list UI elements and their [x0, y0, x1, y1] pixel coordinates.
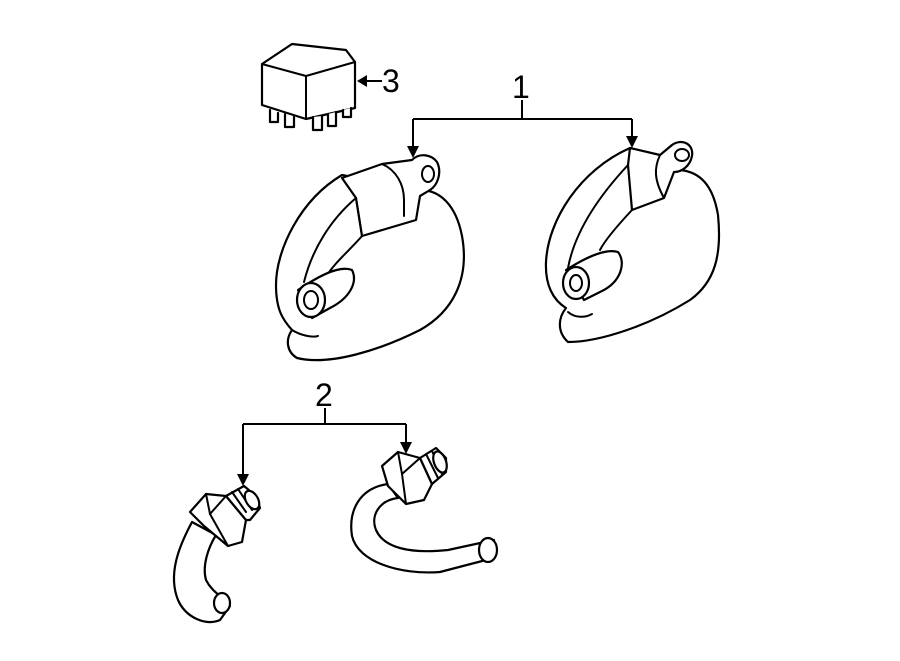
horn-right[interactable]: [544, 140, 721, 344]
callout-3-arrow: [357, 75, 382, 87]
horn-left[interactable]: [274, 154, 465, 362]
callout-1-leader: [407, 100, 638, 158]
callout-3-label: 3: [382, 63, 400, 99]
callout-1-label: 1: [512, 69, 530, 105]
callout-2-label: 2: [315, 377, 333, 413]
connector-left[interactable]: [172, 484, 262, 624]
callout-2-leader: [237, 408, 412, 486]
connector-right[interactable]: [350, 446, 499, 574]
relay-part[interactable]: [260, 42, 357, 132]
